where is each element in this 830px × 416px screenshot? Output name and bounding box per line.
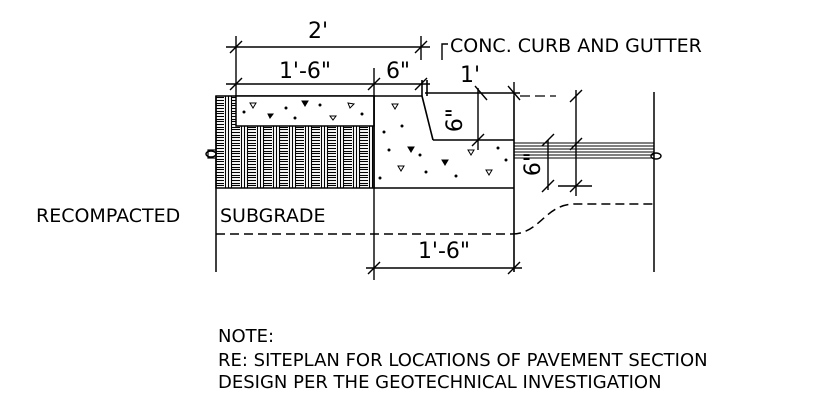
- dim-bottom: 1'-6": [418, 239, 470, 264]
- dim-gutter-width: 1': [460, 63, 480, 88]
- subgrade-lines: [215, 92, 655, 272]
- dim-top-overall: 2': [308, 19, 328, 44]
- right-break-mark: [650, 152, 662, 160]
- subgrade-label-left: RECOMPACTED: [36, 205, 180, 227]
- note-heading: NOTE:: [218, 326, 274, 347]
- dimension-lines: [226, 36, 592, 280]
- dim-top-right: 6": [386, 59, 410, 84]
- callout-label: CONC. CURB AND GUTTER: [450, 35, 702, 57]
- concrete-aggregate: [242, 100, 508, 180]
- dim-curb-height: 6": [443, 108, 468, 132]
- left-break-mark: [205, 150, 217, 158]
- dim-gutter-depth: 6": [521, 152, 546, 176]
- asphalt-pavement: [514, 142, 654, 159]
- note-line-1: RE: SITEPLAN FOR LOCATIONS OF PAVEMENT S…: [218, 350, 708, 371]
- subgrade-label-right: SUBGRADE: [220, 205, 325, 227]
- note-line-2: DESIGN PER THE GEOTECHNICAL INVESTIGATIO…: [218, 372, 662, 393]
- dim-top-left: 1'-6": [279, 59, 331, 84]
